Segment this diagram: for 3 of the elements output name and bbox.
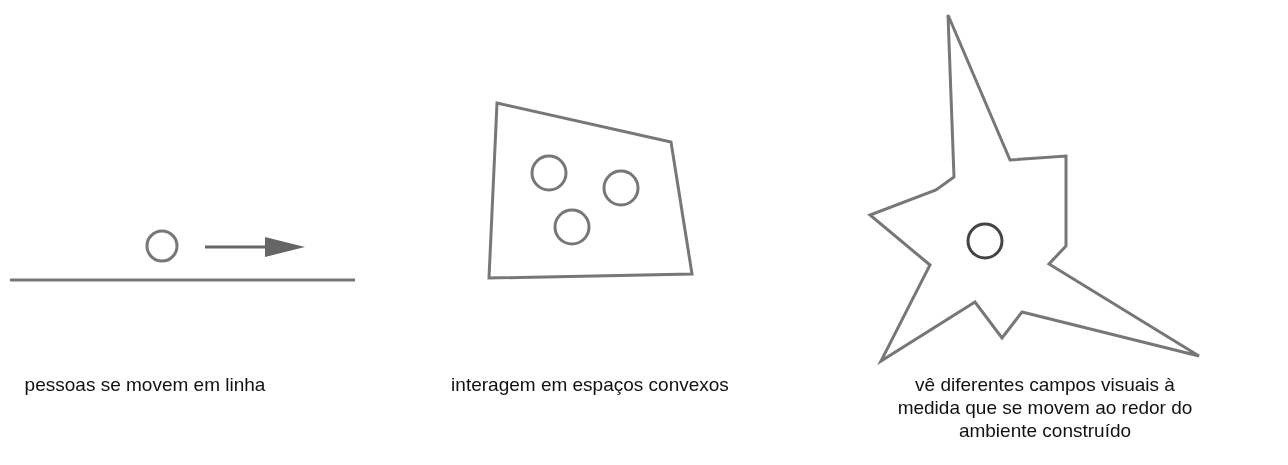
caption-text: pessoas se movem em linha bbox=[23, 373, 267, 396]
caption-text: interagem em espaços convexos bbox=[450, 373, 730, 396]
caption-text: vê diferentes campos visuais à medida que se movem ao redor do ambiente construído bbox=[896, 373, 1194, 442]
